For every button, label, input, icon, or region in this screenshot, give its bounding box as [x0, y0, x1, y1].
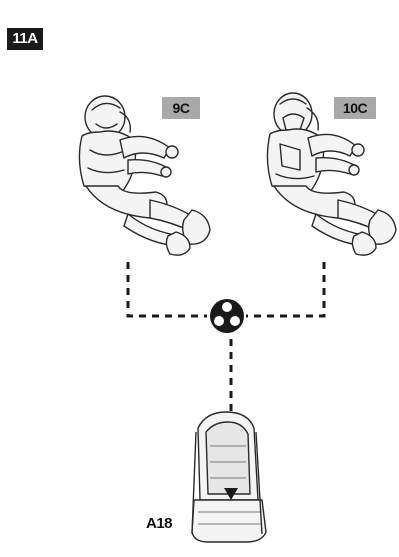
part-tag-left: 9C	[162, 97, 200, 119]
pilot-figure-left	[79, 96, 210, 255]
connector-right	[246, 262, 324, 316]
connector-left	[128, 262, 207, 316]
seat-part-code: A18	[146, 515, 172, 532]
pilot-figure-right	[267, 93, 396, 255]
part-tag-right: 10C	[334, 97, 376, 119]
step-number-badge: 11A	[7, 28, 43, 50]
choice-junction-icon	[210, 299, 244, 333]
ejection-seat	[192, 412, 266, 542]
